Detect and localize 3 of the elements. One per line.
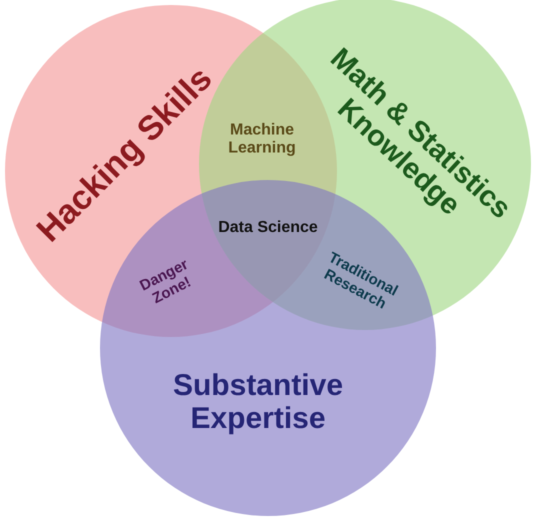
intersection-label: Machine Learning [227, 122, 297, 158]
set-label: Substantive Expertise [172, 369, 344, 435]
intersection-label: Data Science [218, 218, 318, 238]
